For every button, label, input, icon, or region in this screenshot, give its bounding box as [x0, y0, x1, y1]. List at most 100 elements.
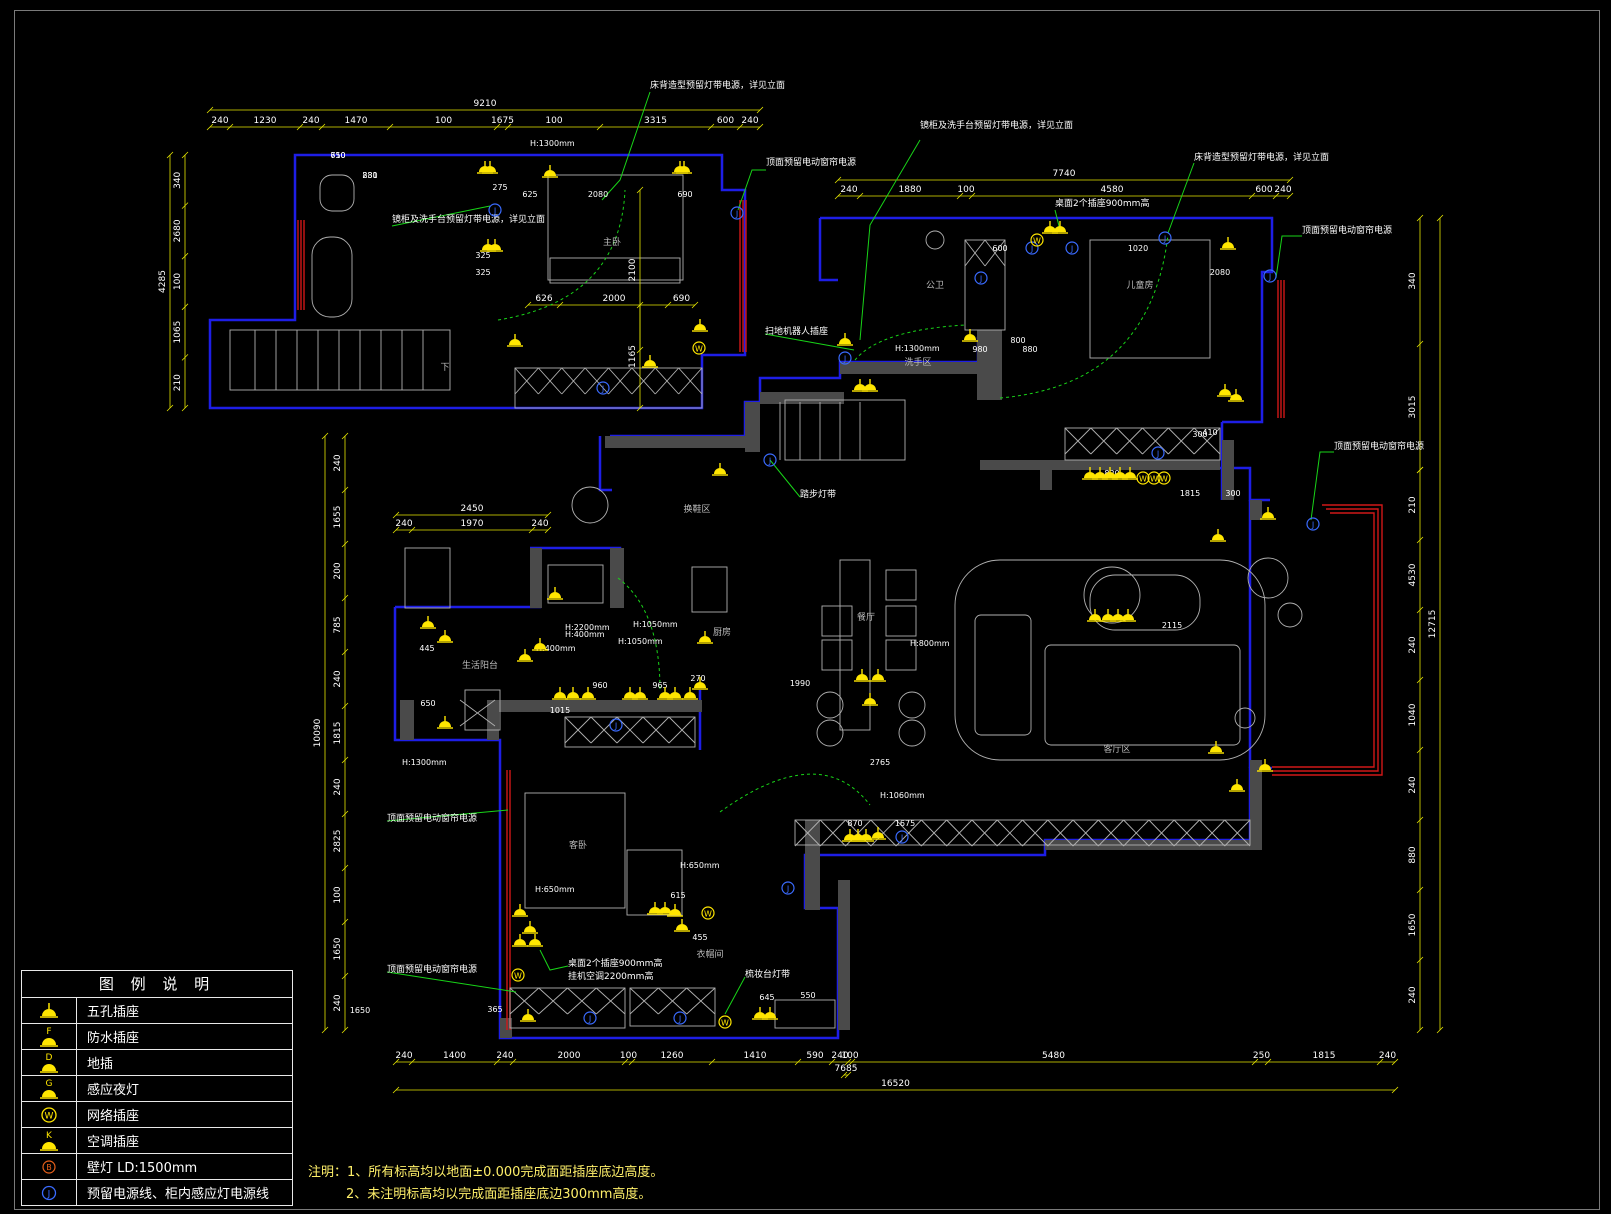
- reserved-power-icon: J: [730, 206, 744, 220]
- svg-text:J: J: [1268, 273, 1271, 282]
- room-label: 公卫: [926, 280, 944, 291]
- furniture-outline: [547, 174, 684, 281]
- network-socket-icon: W: [1157, 471, 1171, 485]
- cabinet-mark: [459, 699, 496, 727]
- leader-line: [859, 139, 921, 341]
- note-2: 2、未注明标高均以完成面距插座底边300mm高度。: [346, 1187, 652, 1202]
- door-swing: [497, 189, 626, 321]
- door-swing: [854, 324, 966, 361]
- height-tag: H:650mm: [680, 861, 720, 870]
- dim-label: 4580: [1101, 185, 1124, 195]
- five-hole-socket-icon: [532, 638, 548, 651]
- dim-label-small: 880: [362, 171, 377, 180]
- svg-text:J: J: [735, 210, 738, 219]
- leader-line: [1275, 235, 1302, 279]
- cabinet-mark: [794, 819, 821, 847]
- wall-fill: [977, 330, 1002, 400]
- annotation-text: 顶面预留电动窗帘电源: [387, 963, 477, 975]
- leader-line: [724, 976, 746, 1015]
- dim-tick: [1416, 466, 1424, 474]
- dim-tick: [691, 301, 699, 309]
- dim-label: 1650: [1408, 913, 1418, 936]
- dim-tick: [756, 106, 764, 114]
- dim-label-small: 2115: [1162, 621, 1182, 630]
- dim-tick: [1251, 1058, 1259, 1066]
- room-label: 生活阳台: [462, 659, 498, 671]
- night-light-icon: G: [22, 1076, 77, 1101]
- five-hole-socket-icon: [552, 687, 568, 700]
- five-hole-socket-icon: [682, 687, 698, 700]
- reserved-power-icon: J: [1263, 269, 1277, 283]
- dim-label-small: 2080: [588, 190, 608, 199]
- furniture-outline: [1083, 566, 1141, 624]
- five-hole-socket-icon: [1120, 609, 1136, 622]
- reserved-power-icon: J: [609, 718, 623, 732]
- height-tag: H:1050mm: [633, 620, 678, 629]
- svg-text:B: B: [46, 1163, 52, 1172]
- dim-tick: [1248, 192, 1256, 200]
- height-tag: H:650mm: [535, 885, 575, 894]
- dim-tick: [386, 123, 394, 131]
- dim-tick: [1376, 1058, 1384, 1066]
- furniture-outline: [821, 639, 853, 671]
- five-hole-socket-icon: [527, 934, 543, 947]
- furniture-outline: [524, 792, 626, 909]
- cabinet-mark: [964, 239, 986, 267]
- dim-tick: [1416, 746, 1424, 754]
- five-hole-socket-icon: [1229, 779, 1245, 792]
- annotation-text: 挂机空调2200mm高: [568, 970, 653, 982]
- five-hole-socket-icon: [1087, 609, 1103, 622]
- dim-label-small: 325: [475, 251, 490, 260]
- dim-tick: [736, 123, 744, 131]
- dim-tick: [1416, 816, 1424, 824]
- door-swing: [617, 577, 661, 691]
- height-tag: H:2200mm: [565, 623, 610, 632]
- dim-tick: [628, 1058, 636, 1066]
- dim-label: 240: [1274, 185, 1291, 195]
- svg-text:F: F: [46, 1027, 51, 1037]
- dim-label: 4530: [1408, 563, 1418, 586]
- cabinet-mark: [538, 987, 568, 1015]
- dim-label: 240: [333, 994, 343, 1011]
- dim-label-small: 870: [847, 819, 862, 828]
- dim-tick: [504, 123, 512, 131]
- cabinet-mark: [819, 819, 846, 847]
- cabinet-mark: [668, 716, 696, 744]
- svg-text:J: J: [1030, 245, 1033, 254]
- dim-label: 590: [806, 1051, 823, 1061]
- cabinet-mark: [1116, 427, 1143, 455]
- dim-label-small: 750: [330, 151, 345, 160]
- wall-fill: [1250, 500, 1262, 520]
- five-hole-socket-icon: [1042, 221, 1058, 234]
- cabinet-mark: [1090, 427, 1117, 455]
- five-hole-socket-icon: [712, 463, 728, 476]
- cabinet-mark: [567, 987, 597, 1015]
- dim-label: 5480: [1042, 1051, 1065, 1061]
- dim-label: 1410: [744, 1051, 767, 1061]
- dim-label: 100: [333, 886, 343, 903]
- dim-label-small: 880: [1022, 345, 1037, 354]
- dim-label: 240: [1408, 636, 1418, 653]
- five-hole-socket-icon: [1208, 741, 1224, 754]
- cabinet-mark: [678, 367, 703, 395]
- svg-text:D: D: [46, 1053, 53, 1063]
- dim-tick: [318, 123, 326, 131]
- dim-tick: [1391, 1058, 1399, 1066]
- svg-text:J: J: [614, 722, 617, 731]
- dim-label: 9210: [474, 99, 497, 109]
- room-label: 厨房: [713, 626, 731, 638]
- dim-tick: [528, 526, 536, 534]
- reserved-power-icon: J: [781, 881, 795, 895]
- furniture-outline: [1089, 239, 1211, 359]
- height-tag: H:1050mm: [618, 637, 663, 646]
- dim-label: 1400: [443, 1051, 466, 1061]
- wall-fill: [838, 880, 850, 1030]
- annotation-text: 镜柜及洗手台预留灯带电源，详见立面: [392, 213, 545, 225]
- wall-line: [393, 607, 485, 742]
- dim-tick: [524, 301, 532, 309]
- wall-fill: [840, 362, 978, 374]
- furniture-outline: [629, 987, 716, 1027]
- five-hole-socket-icon: [870, 669, 886, 682]
- cabinet-mark: [870, 819, 897, 847]
